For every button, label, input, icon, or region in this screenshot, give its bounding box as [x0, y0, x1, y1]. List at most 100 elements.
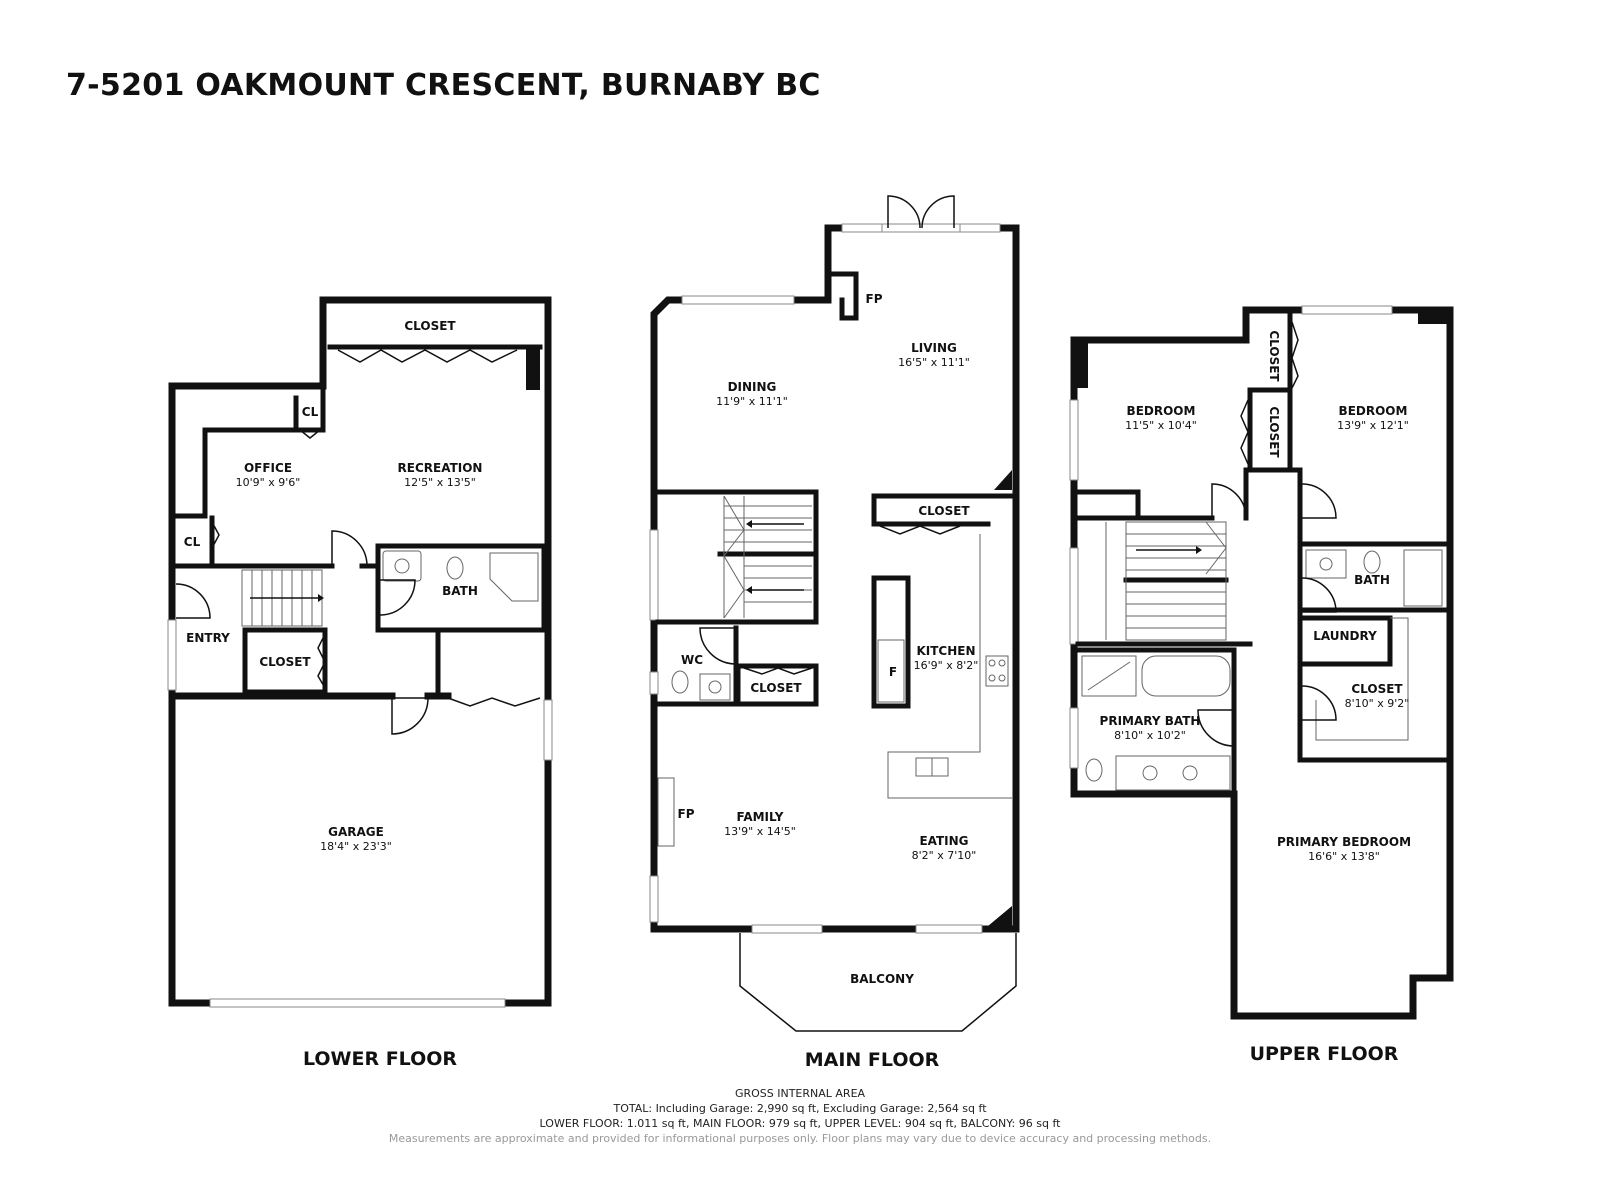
dining-window — [681, 295, 795, 305]
dims-kitchen: 16'9" x 8'2" — [914, 659, 979, 672]
area-summary: GROSS INTERNAL AREA TOTAL: Including Gar… — [0, 1086, 1600, 1146]
page-title: 7-5201 OAKMOUNT CRESCENT, BURNABY BC — [66, 68, 821, 103]
upper-bath-toilet — [1363, 550, 1381, 574]
fridge — [877, 639, 905, 703]
lower-floor-plan: CLOSET CL OFFICE 10'9" x 9'6" RECREATION… — [167, 296, 553, 1070]
kitchen-stove — [985, 655, 1009, 687]
label-closet-v1: CLOSET — [1267, 330, 1281, 382]
lower-bath-sink — [394, 558, 410, 574]
stair-window — [649, 529, 659, 621]
label-wc: WC — [681, 653, 703, 667]
closet-v2-door — [1240, 399, 1249, 465]
wc-toilet — [671, 670, 689, 694]
cl-top-door — [299, 429, 321, 439]
label-family: FAMILY — [737, 810, 784, 824]
label-closet-wc: CLOSET — [750, 681, 802, 695]
label-office: OFFICE — [244, 461, 292, 475]
upper-column-top-left — [1074, 340, 1088, 388]
floor-plan-diagram: CLOSET CL OFFICE 10'9" x 9'6" RECREATION… — [167, 195, 1454, 1071]
lower-garage-window — [209, 998, 506, 1008]
label-main-floor: MAIN FLOOR — [805, 1049, 940, 1071]
primary-bath-sink-left — [1142, 765, 1158, 781]
dims-dining: 11'9" x 11'1" — [716, 395, 788, 408]
label-fp-family: FP — [678, 807, 695, 821]
label-primary-bath: PRIMARY BATH — [1100, 714, 1201, 728]
primary-bath-shower — [1081, 655, 1137, 697]
french-door-left — [887, 195, 921, 229]
walkin-closet-shelf — [1315, 617, 1409, 741]
garage-bifold-door — [447, 697, 541, 707]
label-dining: DINING — [728, 380, 777, 394]
lower-garage-side-window — [543, 699, 553, 761]
lower-bath-toilet — [446, 556, 464, 580]
area-total: TOTAL: Including Garage: 2,990 sq ft, Ex… — [613, 1102, 987, 1115]
bedroom2-bottom-wall — [1297, 467, 1449, 547]
label-closet-v2: CLOSET — [1267, 406, 1281, 458]
closet-wc-walls — [735, 663, 819, 707]
label-closet-mid: CLOSET — [259, 655, 311, 669]
dims-living: 16'5" x 11'1" — [898, 356, 970, 369]
label-cl-left: CL — [184, 535, 201, 549]
balcony-outline — [739, 933, 1017, 1032]
label-primary-bedroom: PRIMARY BEDROOM — [1277, 835, 1411, 849]
lower-bath-shower — [489, 552, 539, 602]
upper-stairs — [1075, 521, 1253, 647]
kitchen-island — [871, 575, 911, 709]
office-left-wall — [175, 427, 299, 519]
label-lower-bath: BATH — [442, 584, 478, 598]
lower-bath-vanity — [382, 550, 422, 582]
bedroom2-door — [1301, 483, 1337, 519]
lower-stairs — [241, 569, 324, 627]
label-balcony: BALCONY — [850, 972, 914, 986]
upper-floor-plan: BEDROOM 11'5" x 10'4" CLOSET CLOSET BEDR… — [1069, 305, 1454, 1065]
main-corner-bottom — [988, 906, 1012, 926]
family-window — [649, 875, 659, 923]
label-upper-bath: BATH — [1354, 573, 1390, 587]
wc-sink-counter — [699, 673, 731, 701]
lower-outer-wall — [168, 296, 552, 1007]
primary-bath-toilet — [1085, 758, 1103, 782]
cl-top-wall — [293, 387, 326, 433]
label-entry: ENTRY — [186, 631, 230, 645]
family-bottom-window — [751, 924, 823, 934]
bedroom2-window — [1301, 305, 1393, 315]
label-recreation: RECREATION — [398, 461, 483, 475]
dims-family: 13'9" x 14'5" — [724, 825, 796, 838]
upper-stair-window — [1069, 547, 1079, 645]
lower-entry-window — [167, 619, 177, 691]
upper-linen-box — [1075, 489, 1141, 521]
wc-window — [649, 671, 659, 695]
eating-bottom-window — [915, 924, 983, 934]
label-bedroom2: BEDROOM — [1339, 404, 1408, 418]
dims-office: 10'9" x 9'6" — [236, 476, 301, 489]
lower-stair-door — [331, 530, 368, 567]
label-living: LIVING — [911, 341, 957, 355]
wc-sink — [708, 680, 722, 694]
upper-bath-shower — [1403, 549, 1443, 607]
closet-mid-door — [317, 633, 326, 689]
area-disclaimer: Measurements are approximate and provide… — [388, 1132, 1212, 1145]
upper-column-top-right — [1418, 310, 1450, 324]
lower-column — [526, 348, 540, 390]
label-kitchen: KITCHEN — [916, 644, 975, 658]
dims-primary-bedroom: 16'6" x 13'8" — [1308, 850, 1380, 863]
closet-kitchen-walls — [871, 493, 1015, 527]
label-closet-top: CLOSET — [404, 319, 456, 333]
label-fp-top: FP — [866, 292, 883, 306]
living-window-right — [959, 223, 1001, 233]
bedroom1-door — [1211, 483, 1247, 519]
area-breakdown: LOWER FLOOR: 1.011 sq ft, MAIN FLOOR: 97… — [539, 1117, 1061, 1130]
main-floor-plan: FP LIVING 16'5" x 11'1" DINING 11'9" x 1… — [649, 195, 1020, 1071]
dims-recreation: 12'5" x 13'5" — [404, 476, 476, 489]
area-heading: GROSS INTERNAL AREA — [734, 1087, 866, 1100]
upper-bath-vanity — [1305, 549, 1347, 579]
label-cl-top: CL — [302, 405, 319, 419]
label-upper-closet: CLOSET — [1351, 682, 1403, 696]
label-laundry: LAUNDRY — [1313, 629, 1377, 643]
primary-bath-vanity — [1115, 755, 1231, 791]
fp-top-box — [828, 271, 859, 321]
label-garage: GARAGE — [328, 825, 384, 839]
cl-left-door — [211, 521, 220, 549]
fp-family-hearth — [657, 777, 675, 847]
closet-top-doors — [337, 349, 518, 363]
